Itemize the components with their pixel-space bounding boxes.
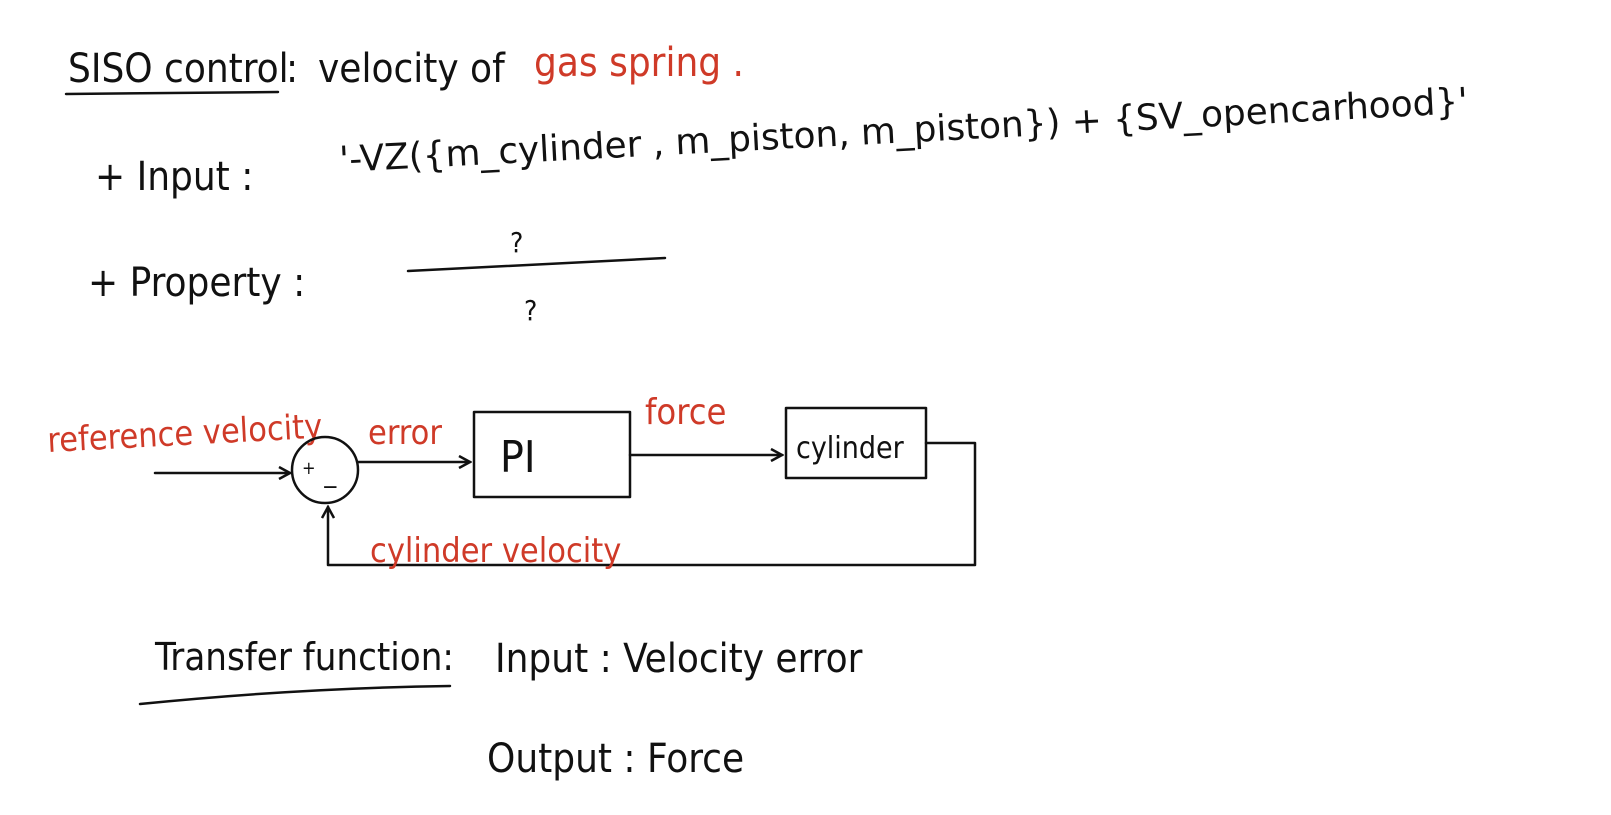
heading-separator: : — [286, 46, 298, 92]
input-label: + Input : — [95, 154, 253, 200]
sum-minus: − — [322, 475, 339, 500]
fraction-bar — [406, 256, 667, 273]
property-denominator: ? — [524, 294, 537, 327]
transfer-function-underline — [138, 684, 452, 706]
transfer-input: Input : Velocity error — [495, 636, 863, 682]
heading-underline — [64, 90, 280, 96]
force-label: force — [645, 392, 726, 433]
cylinder-label: cylinder — [796, 431, 905, 466]
input-value: '-VZ({m_cylinder , m_piston, m_piston}) … — [338, 81, 1469, 181]
heading-title: SISO control — [68, 46, 289, 92]
heading-subject: velocity of — [318, 46, 506, 92]
reference-velocity-label: reference velocity — [46, 407, 323, 461]
property-numerator: ? — [510, 226, 523, 259]
property-label: + Property : — [88, 260, 305, 306]
sum-plus: + — [302, 458, 316, 479]
cylinder-velocity-label: cylinder velocity — [370, 531, 621, 571]
summing-junction — [290, 435, 360, 505]
error-label: error — [368, 413, 442, 453]
feedback-path — [328, 441, 977, 567]
transfer-output: Output : Force — [487, 736, 744, 782]
transfer-function-title: Transfer function: — [154, 635, 454, 679]
pi-controller-block — [472, 410, 632, 499]
heading-highlight: gas spring . — [534, 40, 744, 86]
pi-label: PI — [500, 432, 536, 483]
